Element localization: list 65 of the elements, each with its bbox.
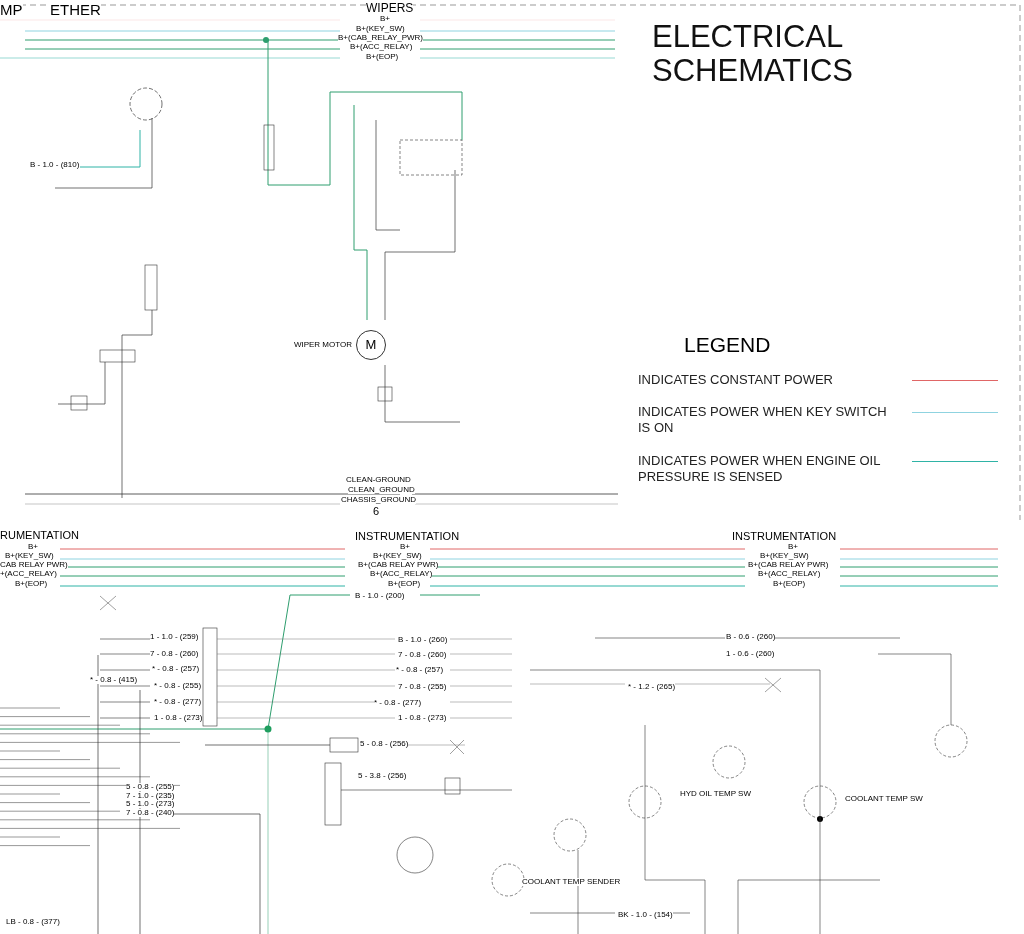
section-heading: MP [0,2,23,17]
section-heading: WIPERS [366,2,414,14]
wire-label: 5 - 3.8 - (256) [358,772,407,780]
bus-label: B+(KEY_SW) [373,552,422,560]
wire-label: * - 0.8 - (277) [154,698,202,706]
bus-label: B+(ACC_RELAY) [370,570,433,578]
bus-label: B+(CAB RELAY PWR) [358,561,439,569]
legend-text: INDICATES CONSTANT POWER [638,372,834,388]
wire-label: B - 0.6 - (260) [726,633,776,641]
bus-label: CAB RELAY PWR) [0,561,68,569]
bus-label: B+(KEY_SW) [5,552,54,560]
component-label: HYD OIL TEMP SW [680,790,751,798]
wire-label: 5 - 0.8 - (256) [360,740,409,748]
wire-label: 7 - 0.8 - (260) [398,651,447,659]
wire-label: * - 0.8 - (257) [396,666,444,674]
bus-label: B+ [400,543,410,551]
wire-label: 1 - 0.6 - (260) [726,650,775,658]
wire-label: * - 0.8 - (415) [90,676,138,684]
bus-label: B+ [28,543,38,551]
wire-label: 7 - 0.8 - (240) [126,809,175,817]
wire-label: 7 - 0.8 - (260) [150,650,199,658]
bus-label: B+(KEY_SW) [760,552,809,560]
wire-label: * - 1.2 - (265) [628,683,676,691]
wire-label: B - 1.0 - (200) [355,592,405,600]
wire-label: 5 - 1.0 - (273) [126,800,175,808]
wire-label: 7 - 0.8 - (255) [398,683,447,691]
bus-label: B+(ACC_RELAY) [758,570,821,578]
wire-label: 1 - 0.8 - (273) [398,714,447,722]
wire-label: LB - 0.8 - (377) [6,918,60,926]
wire-label: 5 - 0.8 - (255) [126,783,175,791]
wire-label: BK - 1.0 - (154) [618,911,673,919]
bus-label: +(ACC_RELAY) [0,570,57,578]
legend-text: INDICATES POWER WHEN KEY SWITCH IS ON [638,404,888,436]
component-label: COOLANT TEMP SW [845,795,923,803]
bus-label: B+(EOP) [366,53,399,61]
section-heading: ETHER [50,2,101,17]
diagram-title: ELECTRICAL SCHEMATICS [652,20,854,88]
bus-label: B+(EOP) [388,580,421,588]
wire-label: B - 1.0 - (260) [398,636,448,644]
wire-label: * - 0.8 - (257) [152,665,200,673]
component-label: COOLANT TEMP SENDER [522,878,621,886]
bus-label: B+ [380,15,390,23]
wire-label: 1 - 1.0 - (259) [150,633,199,641]
ground-label: CHASSIS_GROUND [341,496,417,504]
ground-label: CLEAN-GROUND [346,476,411,484]
bus-label: B+(KEY_SW) [356,25,405,33]
wire-label: 7 - 1.0 - (235) [126,792,175,800]
section-heading: INSTRUMENTATION [355,531,460,542]
wire-label: B - 1.0 - (810) [30,161,80,169]
wire-label: * - 0.8 - (255) [154,682,202,690]
motor-symbol: M [356,330,386,360]
section-heading: RUMENTATION [0,530,80,541]
bus-label: B+(ACC_RELAY) [350,43,413,51]
ground-label: CLEAN_GROUND [348,486,415,494]
legend-text: INDICATES POWER WHEN ENGINE OIL PRESSURE IS SENSED [638,453,881,485]
bus-label: B+(EOP) [15,580,48,588]
wire-label: * - 0.8 - (277) [374,699,422,707]
wire-label: 1 - 0.8 - (273) [154,714,203,722]
bus-label: B+ [788,543,798,551]
page-number: 6 [373,506,380,517]
component-label: WIPER MOTOR [293,341,352,349]
bus-label: B+(CAB RELAY PWR) [748,561,829,569]
section-heading: INSTRUMENTATION [732,531,837,542]
bus-label: B+(EOP) [773,580,806,588]
bus-label: B+(CAB_RELAY_PWR) [338,34,423,42]
